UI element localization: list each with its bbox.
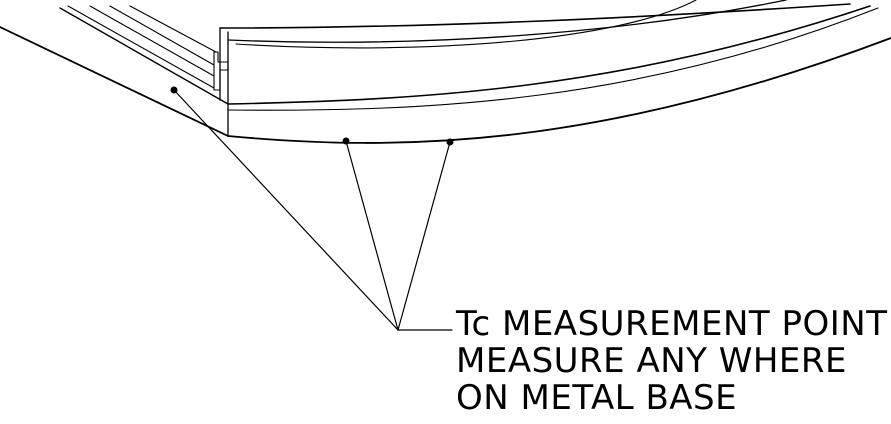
base-outer-edge — [0, 26, 229, 137]
measurement-point-right — [446, 138, 454, 146]
callout-line-2: MEASURE ANY WHERE — [456, 341, 847, 381]
lip-notch — [213, 51, 229, 91]
band-top-edge — [227, 5, 871, 105]
leader-line-middle — [345, 140, 399, 331]
callout-label: Tc MEASUREMENT POINT MEASURE ANY WHERE O… — [456, 306, 887, 417]
upper-arc-outer — [219, 3, 851, 29]
lip-detail — [67, 5, 217, 89]
callout-line-1: Tc MEASUREMENT POINT — [456, 304, 888, 344]
upper-arc-rim — [235, 0, 697, 49]
leader-line-right — [397, 141, 451, 331]
measurement-point-middle — [342, 137, 350, 145]
leader-line-left — [173, 89, 399, 331]
upper-arc-inner — [227, 0, 787, 43]
base-inner-edge — [59, 7, 229, 105]
measurement-point-left — [170, 86, 178, 94]
callout-line-3: ON METAL BASE — [456, 378, 738, 418]
band-mid-edge — [227, 7, 879, 111]
band-bottom-edge — [227, 37, 891, 144]
